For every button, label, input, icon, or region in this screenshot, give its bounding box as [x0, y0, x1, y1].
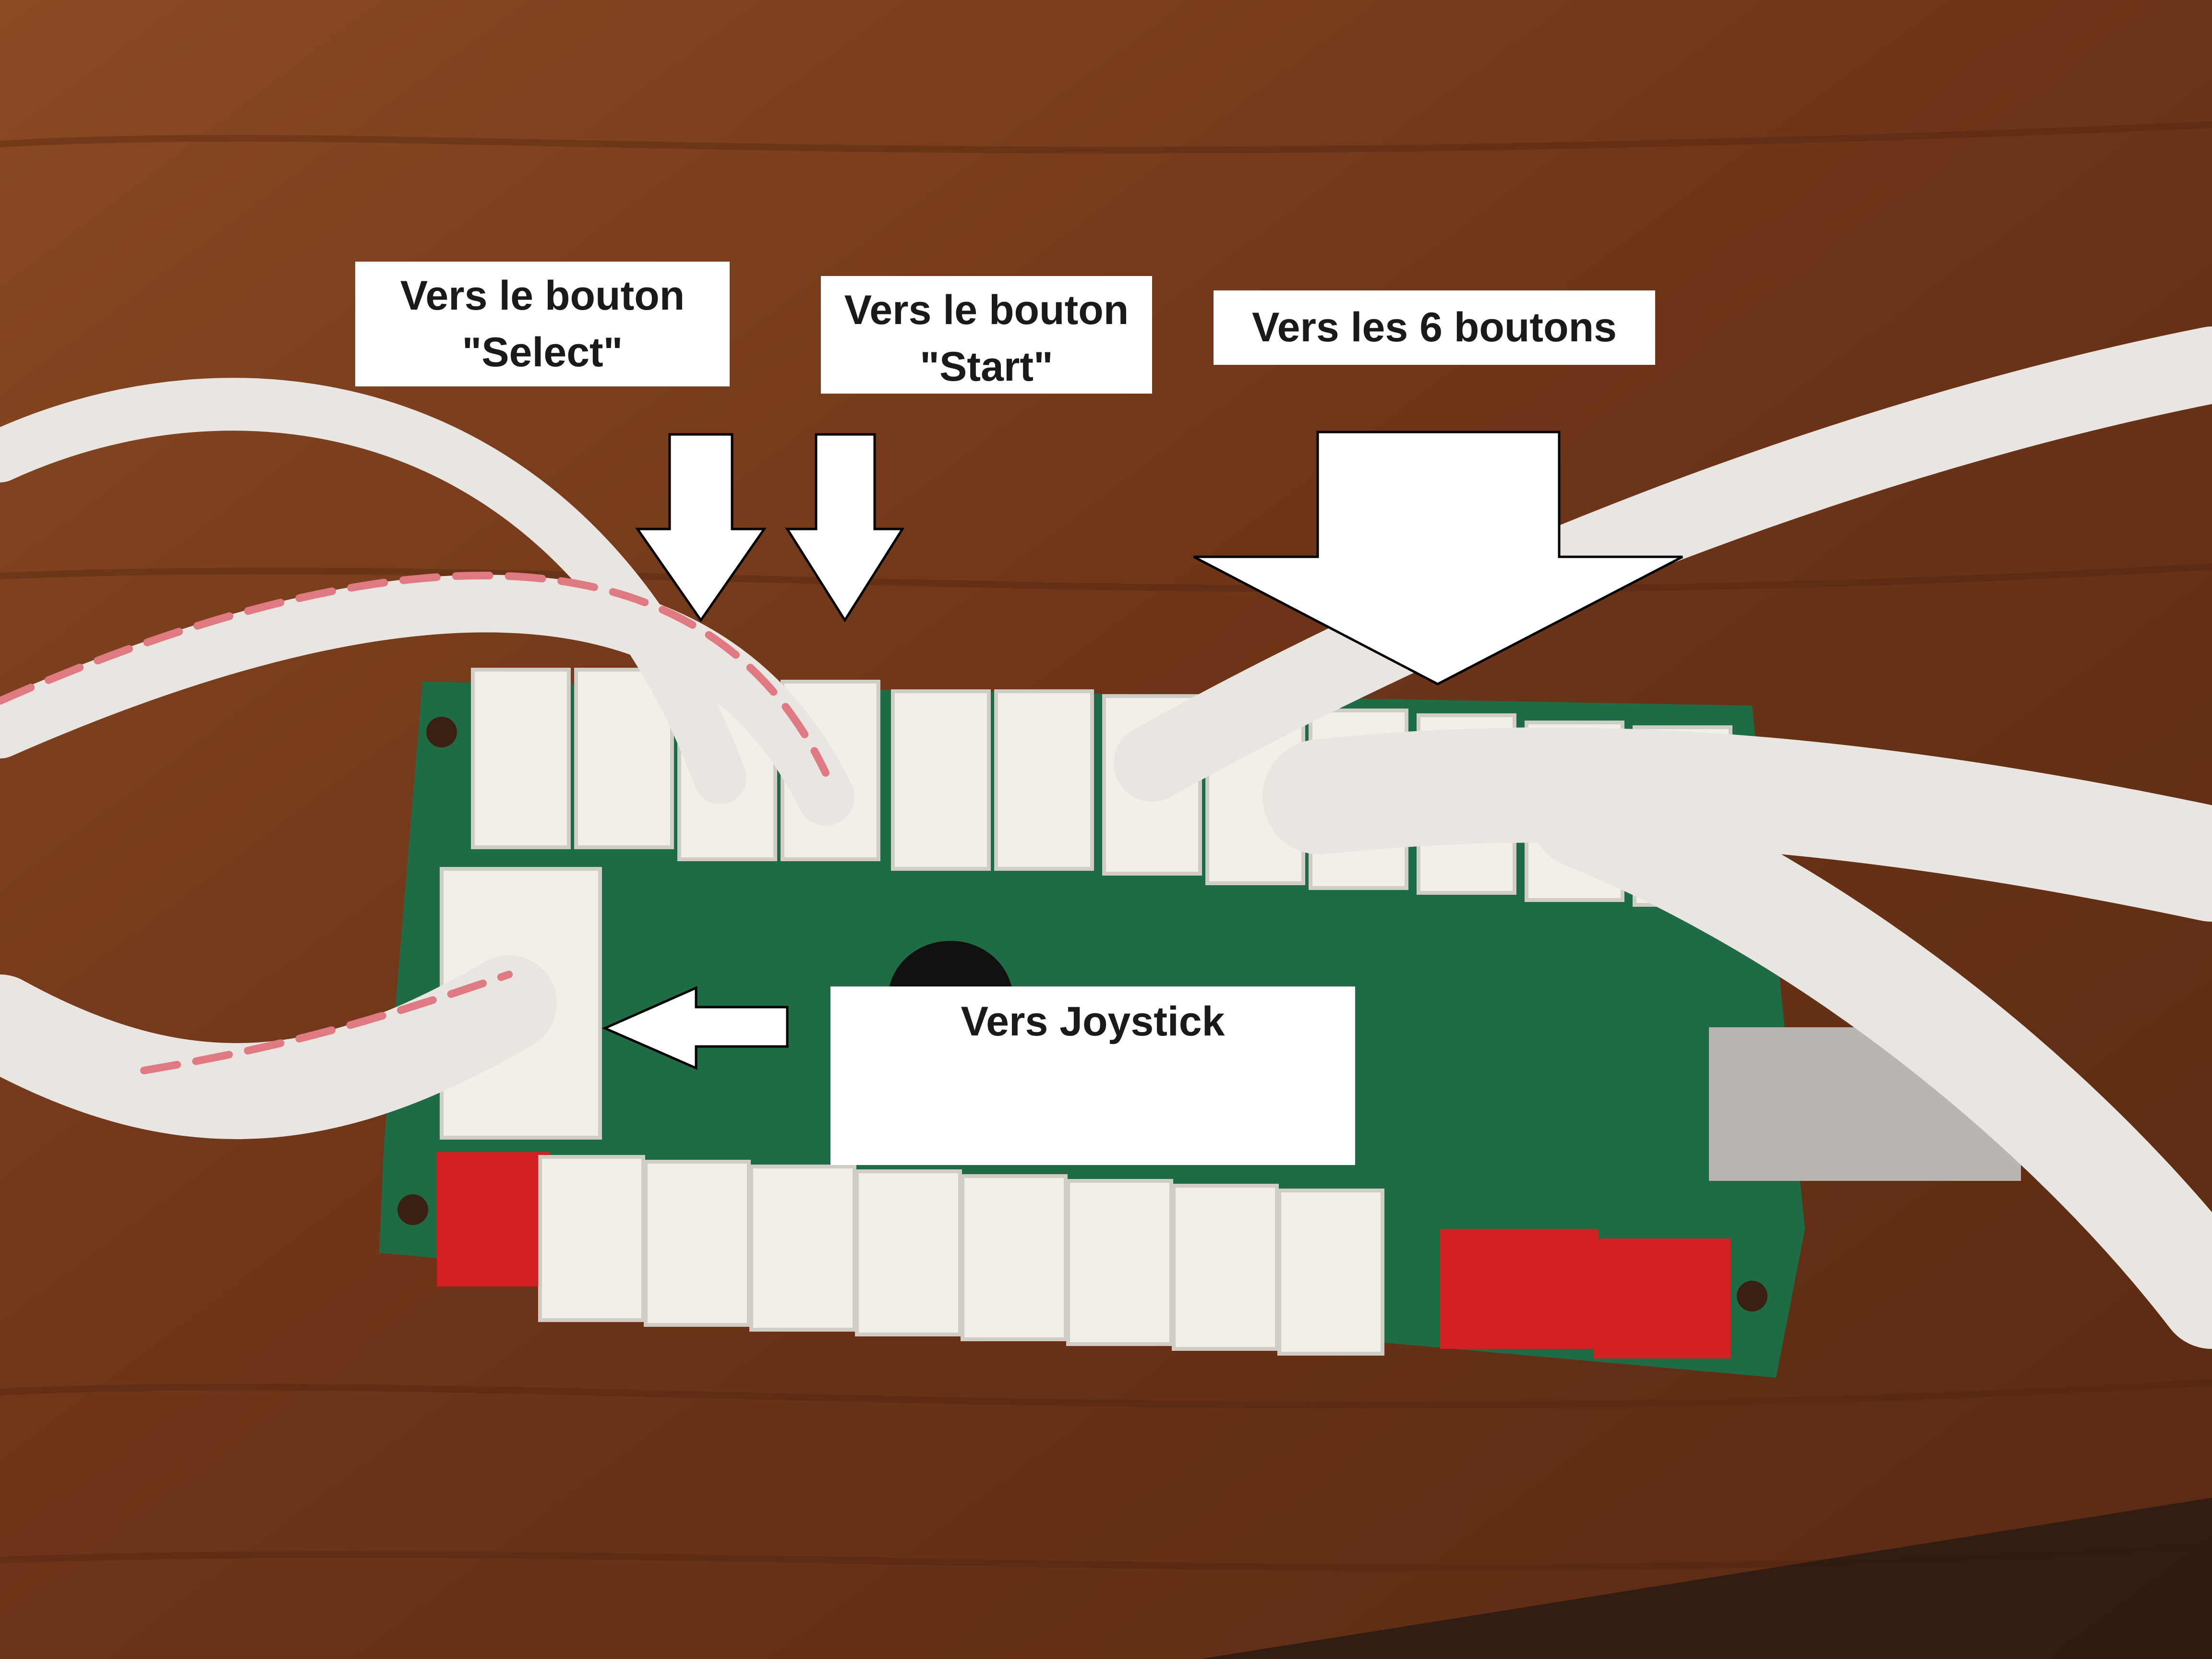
wood-grain [0, 121, 2212, 1571]
bottom-connector-red-right-2 [1594, 1238, 1731, 1358]
label-select-button: Vers le bouton "Select" [355, 262, 730, 386]
label-joystick: Vers Joystick [830, 986, 1355, 1165]
cable-joystick-stripe [140, 971, 513, 1074]
cable-right-bundle [1262, 727, 2212, 922]
mount-hole-bottom-left [397, 1194, 428, 1225]
arrow-left-joystick [601, 986, 789, 1070]
cable-left-stripe [0, 571, 830, 777]
cable-left-lower [0, 575, 854, 826]
bottom-connector-row [538, 1155, 1384, 1356]
arrow-down-select [635, 433, 767, 623]
arrow-down-six-buttons [1193, 431, 1683, 685]
cable-joystick [0, 955, 557, 1139]
mount-hole-top-left [426, 717, 457, 747]
bottom-connector-red-right-1 [1440, 1229, 1599, 1349]
cable-right-upper [1114, 326, 2212, 802]
mount-hole-bottom-right [1737, 1281, 1767, 1311]
cable-right-lower [1531, 763, 2212, 1349]
ribbon-cables [0, 326, 2212, 1349]
label-start-button: Vers le bouton "Start" [821, 276, 1152, 394]
label-six-buttons: Vers les 6 boutons [1214, 290, 1655, 365]
bottom-connector-red-left [437, 1152, 550, 1286]
arrow-down-start [785, 433, 905, 623]
dark-shadow-corner [1200, 1498, 2212, 1659]
